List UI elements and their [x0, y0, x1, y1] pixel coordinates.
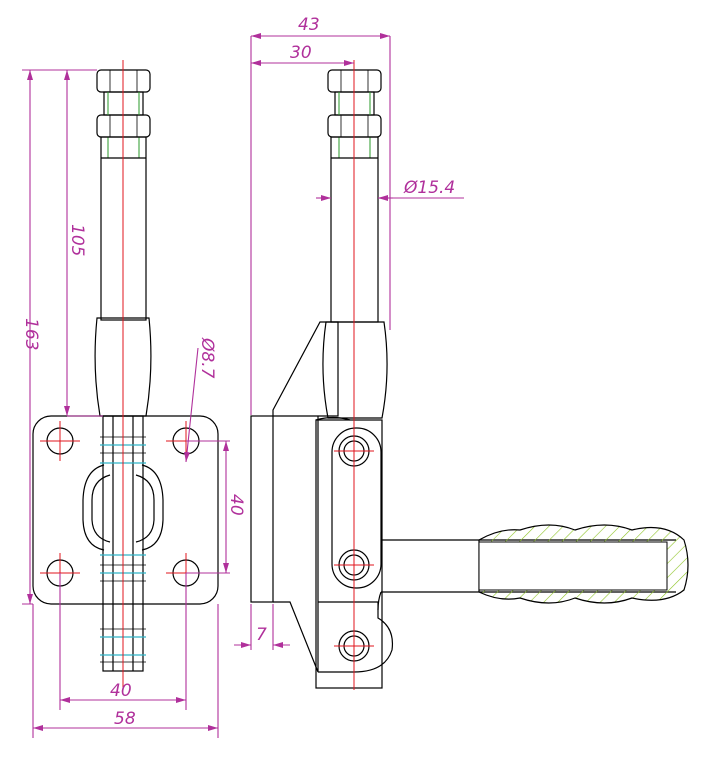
- dim-15-4: Ø15.4: [403, 178, 455, 198]
- side-base-plate: [250, 415, 274, 603]
- handle: [377, 524, 689, 611]
- dim-7: 7: [256, 625, 267, 645]
- base-plate: [32, 415, 219, 605]
- clamp-body: [272, 321, 339, 417]
- dimensions: 43 30 Ø15.4 163 105 Ø8.7 40 7 40: [21, 15, 464, 738]
- guide-bushing: [94, 317, 152, 417]
- dim-105: 105: [67, 224, 87, 256]
- dim-43: 43: [298, 15, 320, 35]
- side-guide-bushing: [322, 321, 388, 419]
- dim-163: 163: [21, 318, 41, 350]
- dim-58: 58: [114, 709, 136, 729]
- dim-40-horizontal: 40: [110, 681, 132, 701]
- front-view: [32, 60, 219, 690]
- dim-40-vertical: 40: [226, 494, 246, 516]
- dim-8-7: Ø8.7: [197, 337, 217, 379]
- dim-30: 30: [290, 43, 312, 63]
- side-view: [250, 60, 689, 690]
